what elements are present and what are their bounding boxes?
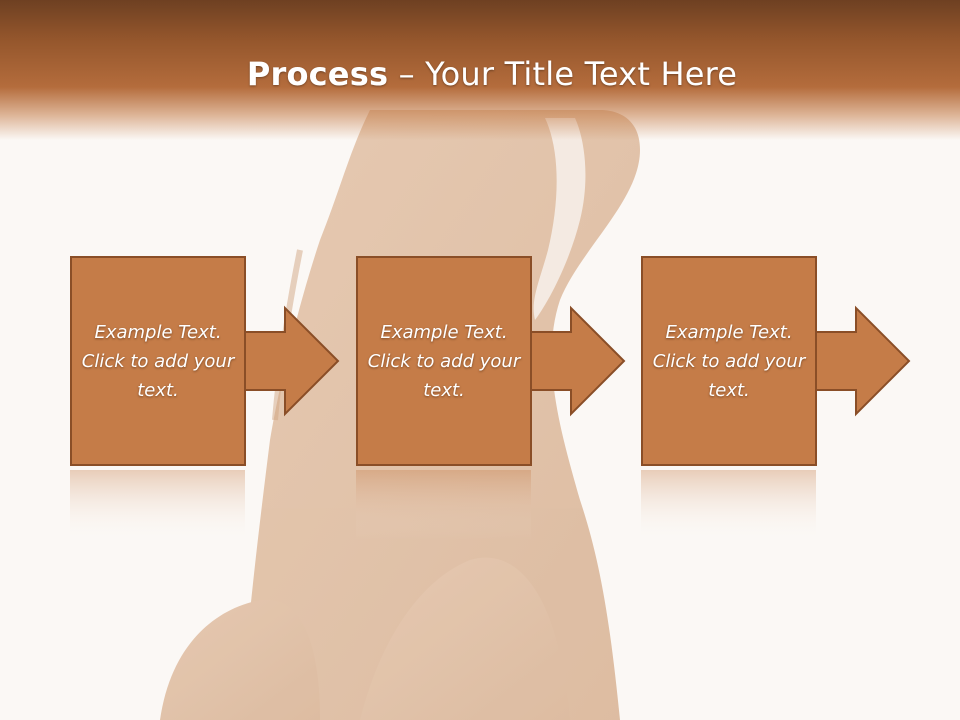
process-step-2[interactable]: Example Text. Click to add your text. xyxy=(357,256,531,466)
process-step-1[interactable]: Example Text. Click to add your text. xyxy=(71,256,245,466)
process-step-3-shape[interactable] xyxy=(641,256,911,466)
step-text[interactable]: Example Text. Click to add your text. xyxy=(81,321,235,401)
title-bold: Process xyxy=(246,55,389,93)
arrow-right-icon xyxy=(815,305,911,417)
step-text[interactable]: Example Text. Click to add your text. xyxy=(652,321,806,401)
arrow-right-icon xyxy=(244,305,340,417)
step-text[interactable]: Example Text. Click to add your text. xyxy=(367,321,521,401)
process-step-1-shape[interactable] xyxy=(70,256,340,466)
process-step-2-shape[interactable] xyxy=(356,256,626,466)
slide-title[interactable]: Process – Your Title Text Here xyxy=(0,52,960,96)
title-bar xyxy=(0,0,960,140)
process-step-3[interactable]: Example Text. Click to add your text. xyxy=(642,256,816,466)
title-rest: – Your Title Text Here xyxy=(388,55,738,93)
arrow-right-icon xyxy=(530,305,626,417)
